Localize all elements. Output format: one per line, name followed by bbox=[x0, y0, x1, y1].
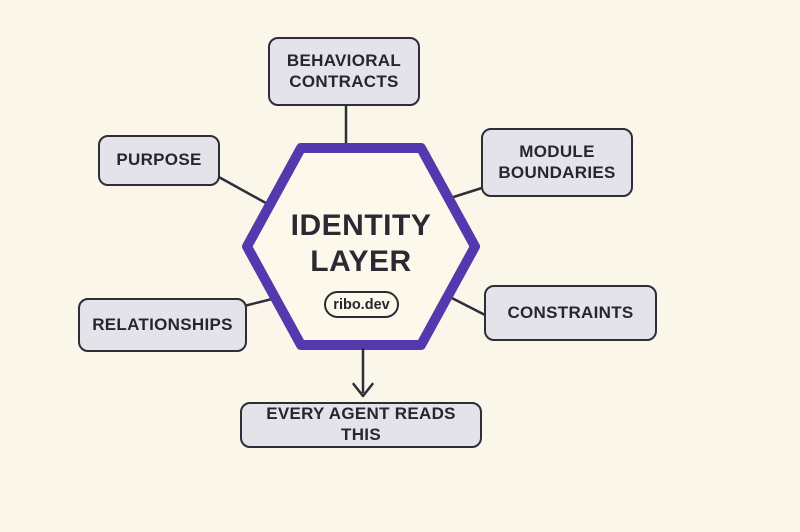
identity-hexagon bbox=[242, 143, 480, 350]
hexagon-title-line1: IDENTITY bbox=[290, 209, 432, 242]
hexagon-title-line2: LAYER bbox=[310, 245, 412, 278]
node-module-boundaries: MODULE BOUNDARIES bbox=[481, 128, 633, 197]
node-label: CONSTRAINTS bbox=[507, 302, 634, 322]
arrow-head-icon bbox=[352, 382, 374, 398]
connector-purpose bbox=[216, 174, 274, 209]
ribo-dev-badge: ribo.dev bbox=[324, 291, 399, 318]
node-behavioral-contracts: BEHAVIORAL CONTRACTS bbox=[268, 37, 420, 106]
node-every-agent-reads-this: EVERY AGENT READS THIS bbox=[240, 402, 482, 448]
node-label: BEHAVIORAL CONTRACTS bbox=[286, 50, 402, 91]
node-label: RELATIONSHIPS bbox=[92, 314, 233, 334]
node-constraints: CONSTRAINTS bbox=[484, 285, 657, 341]
node-label: MODULE BOUNDARIES bbox=[498, 141, 616, 182]
hexagon-title: IDENTITY LAYER bbox=[247, 208, 475, 280]
node-purpose: PURPOSE bbox=[98, 135, 220, 186]
ribo-dev-badge-label: ribo.dev bbox=[333, 296, 390, 313]
node-label: EVERY AGENT READS THIS bbox=[266, 404, 456, 444]
node-label: PURPOSE bbox=[116, 150, 202, 170]
node-relationships: RELATIONSHIPS bbox=[78, 298, 247, 352]
